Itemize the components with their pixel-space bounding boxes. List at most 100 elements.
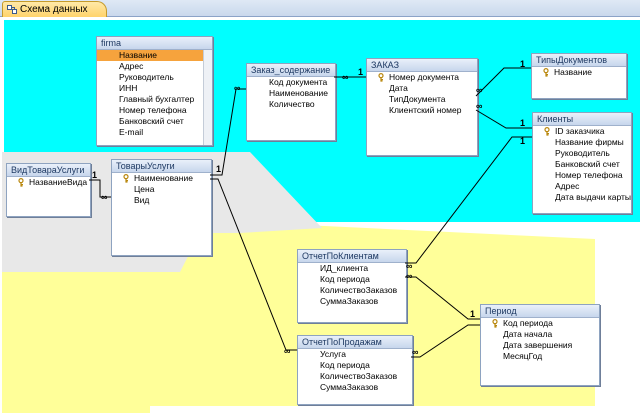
field-row[interactable]: Дата завершения xyxy=(481,340,599,351)
cardinality-one: 1 xyxy=(216,164,221,174)
cardinality-many: ∞ xyxy=(101,192,108,202)
field-name: СуммаЗаказов xyxy=(320,382,379,392)
relation-tovary-otchet-prodazham[interactable] xyxy=(210,178,297,351)
field-name: ID заказчика xyxy=(555,126,605,136)
field-name: Вид xyxy=(134,195,150,205)
cardinality-many: ∞ xyxy=(476,85,483,95)
field-row[interactable]: Название xyxy=(97,50,203,61)
cardinality-one: 1 xyxy=(520,136,525,146)
field-row[interactable]: СуммаЗаказов xyxy=(298,382,412,393)
field-row[interactable]: СуммаЗаказов xyxy=(298,296,406,307)
field-row[interactable]: КоличествоЗаказов xyxy=(298,371,412,382)
tab-schema[interactable]: Схема данных xyxy=(2,1,107,17)
field-row[interactable]: Количество xyxy=(247,99,335,110)
field-row[interactable]: ТипДокумента xyxy=(367,94,477,105)
table-vid-tovara-uslugi[interactable]: ВидТовараУслуги НазваниеВида xyxy=(6,163,91,217)
relation-klienty-zakaz[interactable] xyxy=(475,109,532,129)
field-row[interactable]: ИД_клиента xyxy=(298,263,406,274)
field-row[interactable]: КоличествоЗаказов xyxy=(298,285,406,296)
tab-label: Схема данных xyxy=(20,4,88,15)
scrollbar[interactable] xyxy=(203,50,212,145)
field-row[interactable]: Банковский счет xyxy=(533,159,631,170)
relationships-icon xyxy=(7,5,17,14)
table-tipy-dokumentov[interactable]: ТипыДокументов Название xyxy=(531,53,627,99)
field-row[interactable]: Номер документа xyxy=(367,72,477,83)
field-row[interactable]: Название xyxy=(532,67,626,78)
field-name: Услуга xyxy=(320,349,346,359)
field-name: Банковский счет xyxy=(555,159,620,169)
field-row[interactable]: Название фирмы xyxy=(533,137,631,148)
field-name: Код периода xyxy=(320,274,370,284)
field-row[interactable]: Наименование xyxy=(247,88,335,99)
relationship-lines: 1 ∞ ∞ 1 1 ∞ 1 ∞ 1 ∞ 1 ∞ ∞ 1 ∞ ∞ xyxy=(89,59,532,358)
field-name: ТипДокумента xyxy=(389,94,446,104)
relation-tipy-zakaz[interactable] xyxy=(475,67,531,97)
cardinality-many: ∞ xyxy=(476,101,483,111)
cardinality-one: 1 xyxy=(470,309,475,319)
table-title: Заказ_содержание xyxy=(247,64,335,77)
field-row[interactable]: Дата выдачи карты xyxy=(533,192,631,203)
field-name: МесяцГод xyxy=(503,351,543,361)
field-name: Банковский счет xyxy=(119,116,184,126)
primary-key-icon xyxy=(544,127,550,136)
field-name: Название xyxy=(554,67,592,77)
field-row[interactable]: Банковский счет xyxy=(97,116,203,127)
field-name: E-mail xyxy=(119,127,144,137)
field-row[interactable]: Код периода xyxy=(481,318,599,329)
field-row[interactable]: Адрес xyxy=(533,181,631,192)
relation-period-otchet-prodazham[interactable] xyxy=(411,324,480,358)
field-row[interactable]: Номер телефона xyxy=(97,105,203,116)
field-name: КоличествоЗаказов xyxy=(320,371,398,381)
field-row[interactable]: Код документа xyxy=(247,77,335,88)
document-tab-bar: Схема данных xyxy=(0,0,640,17)
table-title: ОтчетПоПродажам xyxy=(298,336,412,349)
field-row[interactable]: Руководитель xyxy=(97,72,203,83)
field-row[interactable]: ID заказчика xyxy=(533,126,631,137)
cardinality-one: 1 xyxy=(92,170,97,180)
field-row[interactable]: Адрес xyxy=(97,61,203,72)
field-name: Код периода xyxy=(320,360,370,370)
field-row[interactable]: Дата xyxy=(367,83,477,94)
relation-vid-tovary[interactable] xyxy=(89,179,111,198)
relation-period-otchet-klientam[interactable] xyxy=(405,276,480,320)
relation-klienty-otchet[interactable] xyxy=(405,136,532,264)
field-name: Дата завершения xyxy=(503,340,573,350)
field-name: НазваниеВида xyxy=(29,177,88,187)
field-name: Главный бухгалтер xyxy=(119,94,195,104)
field-name: Руководитель xyxy=(119,72,174,82)
field-row[interactable]: ИНН xyxy=(97,83,203,94)
primary-key-icon xyxy=(123,174,129,183)
field-row[interactable]: Код периода xyxy=(298,360,412,371)
field-row[interactable]: Наименование xyxy=(112,173,211,184)
field-row[interactable]: Руководитель xyxy=(533,148,631,159)
field-row[interactable]: Главный бухгалтер xyxy=(97,94,203,105)
field-name: Название xyxy=(119,50,157,60)
primary-key-icon xyxy=(18,178,24,187)
field-row[interactable]: НазваниеВида xyxy=(7,177,90,188)
field-row[interactable]: Цена xyxy=(112,184,211,195)
field-name: Адрес xyxy=(119,61,144,71)
table-title: ОтчетПоКлиентам xyxy=(298,250,406,263)
field-row[interactable]: МесяцГод xyxy=(481,351,599,362)
field-row[interactable]: Вид xyxy=(112,195,211,206)
cardinality-one: 1 xyxy=(358,67,363,77)
table-title: ВидТовараУслуги xyxy=(7,164,90,177)
cardinality-many: ∞ xyxy=(284,346,291,356)
primary-key-icon xyxy=(492,319,498,328)
field-row[interactable]: Клиентский номер xyxy=(367,105,477,116)
field-row[interactable]: Код периода xyxy=(298,274,406,285)
field-row[interactable]: Дата начала xyxy=(481,329,599,340)
relation-tovary-zakaz-soderzhanie[interactable] xyxy=(210,88,246,176)
field-row[interactable]: Номер телефона xyxy=(533,170,631,181)
field-row[interactable]: E-mail xyxy=(97,127,203,138)
field-row[interactable]: Услуга xyxy=(298,349,412,360)
